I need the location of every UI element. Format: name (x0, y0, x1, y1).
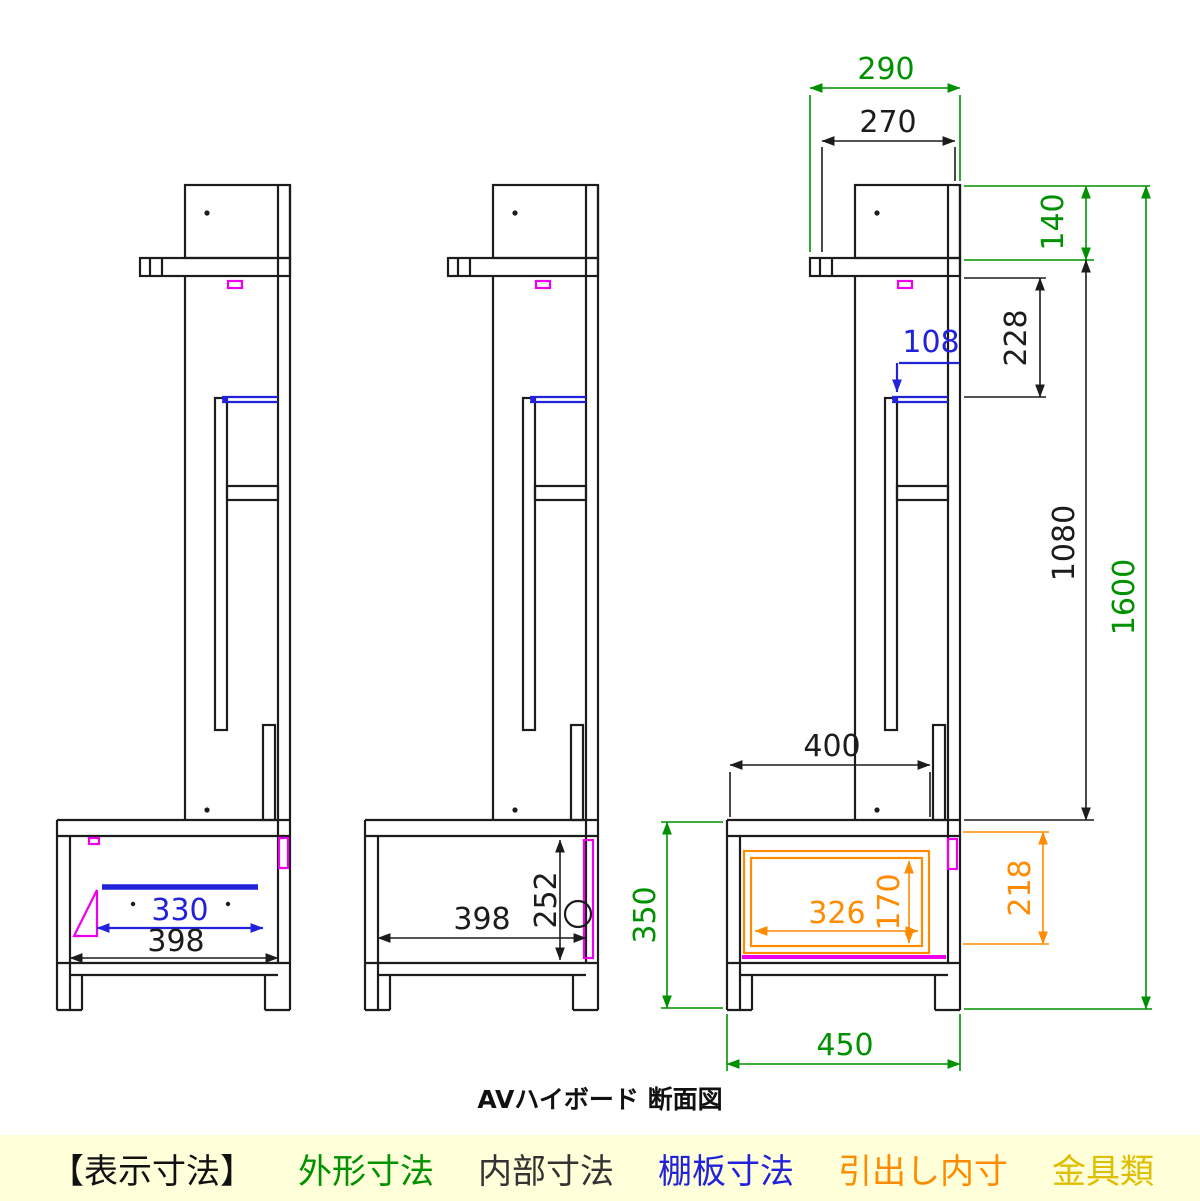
drawer-annotations-right: 326 170 (742, 837, 959, 959)
dim-label-290: 290 (857, 52, 914, 87)
drawer-annotations-left: 330 398 (69, 836, 290, 963)
dim-450-bottom-depth: 450 (726, 1014, 961, 1071)
section-diagram-canvas: 330 398 398 252 326 170 290 270 (55, 52, 1152, 1114)
dim-1600-total-height: 1600 (964, 185, 1152, 1010)
legend-heading: 【表示寸法】 (50, 1151, 254, 1192)
dim-label-218: 218 (1003, 859, 1038, 916)
dim-label-228: 228 (999, 309, 1034, 366)
dim-label-1600: 1600 (1107, 559, 1142, 635)
diagram-title: AVハイボード 断面図 (477, 1085, 722, 1114)
dim-400-bottom-inner-depth: 400 (729, 729, 931, 817)
dim-label-170: 170 (872, 873, 907, 930)
dim-label-450: 450 (816, 1028, 873, 1063)
dim-218-drawer-box-height: 218 (963, 831, 1049, 945)
shelf-marks-left (220, 279, 280, 404)
dim-label-330: 330 (151, 893, 208, 928)
shelf-marks-middle (528, 279, 588, 404)
dim-label-400: 400 (803, 729, 860, 764)
legend-item-outer-dim: 外形寸法 (298, 1151, 434, 1192)
dim-label-398-left: 398 (147, 924, 204, 959)
dim-228-upper-inner-height: 228 (964, 277, 1046, 398)
legend-bar: 【表示寸法】 外形寸法 内部寸法 棚板寸法 引出し内寸 金具類 (0, 1135, 1200, 1201)
cable-hole-icon (563, 899, 593, 929)
legend-item-shelf-dim: 棚板寸法 (658, 1151, 794, 1192)
dim-140-top-height: 140 (964, 185, 1150, 261)
dim-label-326: 326 (808, 896, 865, 931)
dim-label-350: 350 (628, 886, 663, 943)
dim-label-252: 252 (529, 871, 564, 928)
dim-290-top-depth: 290 (809, 52, 961, 252)
dim-350-bottom-height: 350 (628, 821, 723, 1009)
hinge-hardware-icon (72, 889, 99, 938)
cabinet-outline-right (725, 183, 962, 1012)
dim-270-top-inner-depth: 270 (821, 105, 956, 252)
dim-label-140: 140 (1036, 193, 1071, 250)
dim-108-shelf-pitch: 108 (892, 325, 960, 393)
drawer-annotations-middle: 398 252 (377, 838, 595, 961)
dim-1080-column-height: 1080 (964, 259, 1094, 821)
dim-label-270: 270 (859, 105, 916, 140)
dim-label-108: 108 (902, 325, 959, 360)
dim-label-398-middle: 398 (453, 902, 510, 937)
legend-item-drawer-dim: 引出し内寸 (838, 1151, 1008, 1192)
legend-item-inner-dim: 内部寸法 (478, 1151, 614, 1192)
legend-item-hardware: 金具類 (1052, 1151, 1154, 1192)
dim-label-1080: 1080 (1047, 505, 1082, 581)
